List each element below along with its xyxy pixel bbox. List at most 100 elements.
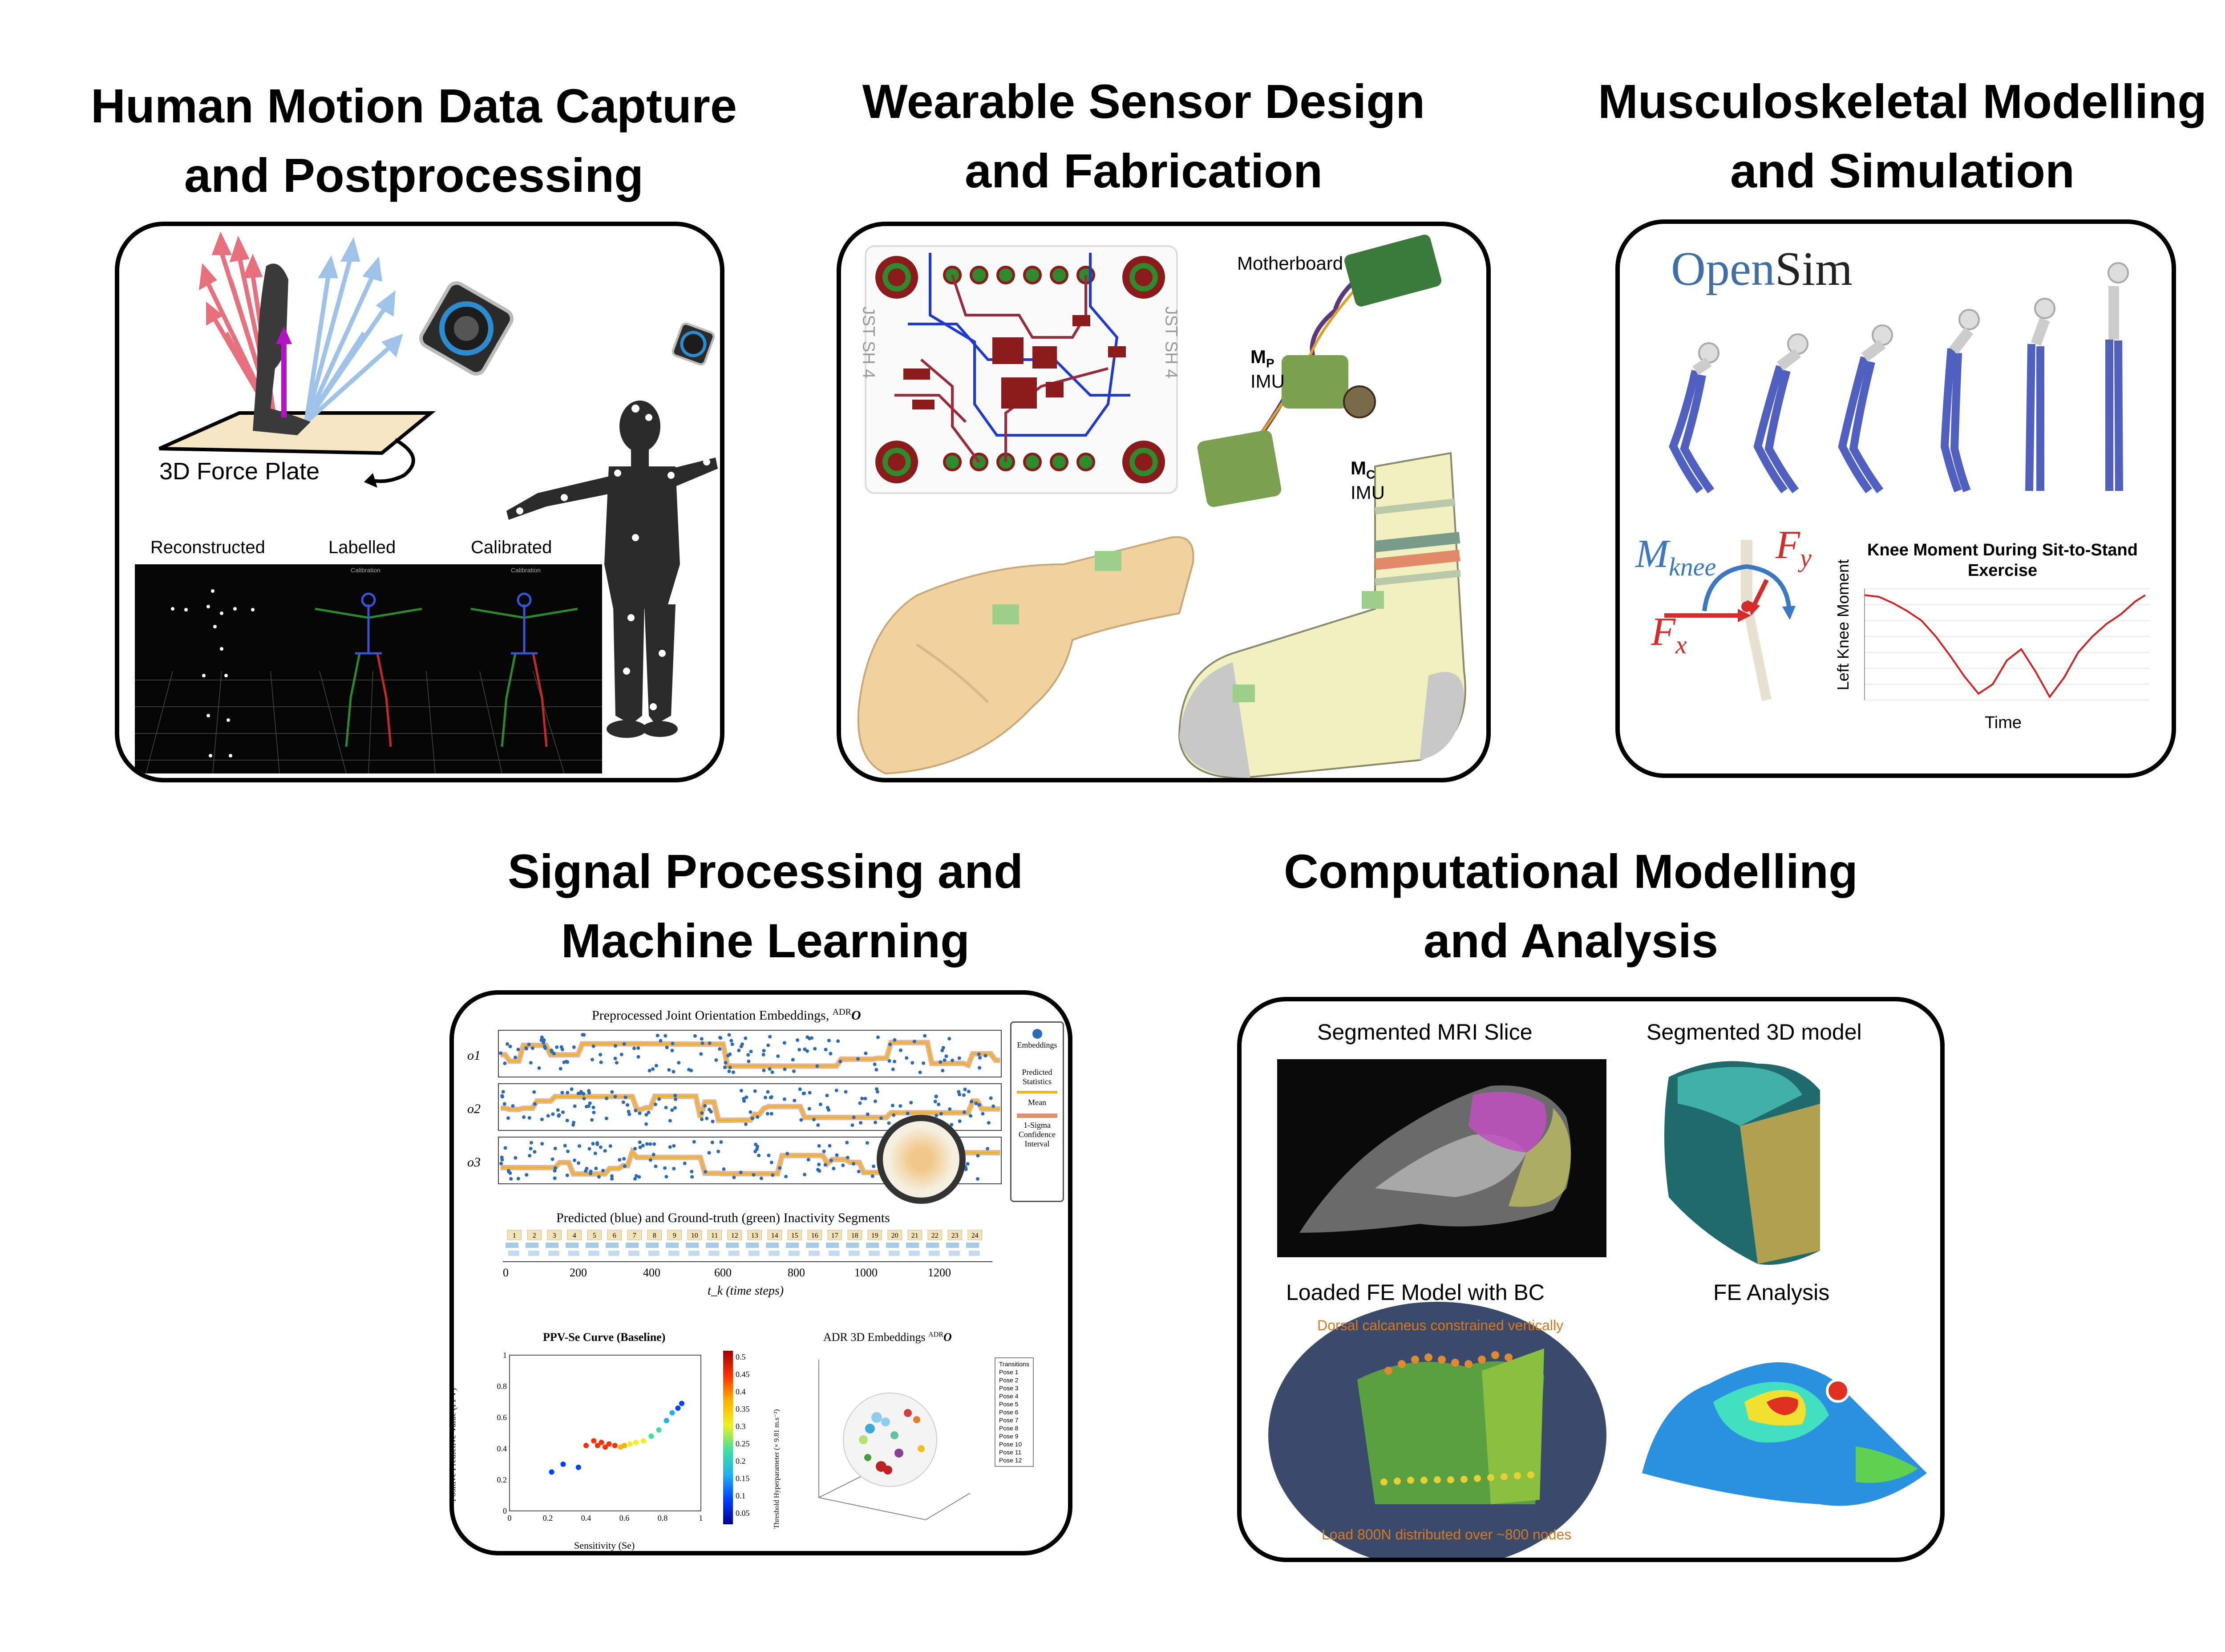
embedding-point (835, 1153, 839, 1157)
embedding-point (950, 1123, 954, 1127)
ppv-xlabel: Sensitivity (Se) (574, 1540, 635, 1551)
bc-markers-top (1384, 1351, 1513, 1375)
embedding-point (906, 1111, 910, 1115)
embedding-point (730, 1042, 734, 1046)
ppv-point (549, 1469, 554, 1475)
embedding-point (922, 1061, 926, 1065)
embedding-point (739, 1089, 743, 1093)
embedding-point (653, 1102, 657, 1106)
view-grid (135, 671, 602, 774)
legend-pose: Pose 6 (999, 1409, 1019, 1416)
embedding-point (983, 1054, 987, 1058)
segment-number: 10 (691, 1232, 698, 1239)
embedding-point (529, 1146, 533, 1150)
embedding-point (744, 1095, 748, 1099)
model3d-label: Segmented 3D model (1646, 1020, 1862, 1045)
sensor-title-line2: and Fabrication (964, 144, 1323, 198)
embedding-point (664, 1174, 668, 1178)
embedding-point (503, 1146, 507, 1150)
embedding-point (962, 1110, 966, 1114)
embedding-point (560, 1090, 564, 1094)
segment-number: 3 (553, 1232, 556, 1239)
embedding-plot-title: Preprocessed Joint Orientation Embedding… (592, 1007, 861, 1023)
embedding-point (859, 1121, 863, 1125)
embedding-point (977, 1052, 981, 1056)
embedding-point (923, 1034, 927, 1038)
seg-xtick: 1200 (928, 1266, 951, 1279)
embedding-point (623, 1164, 627, 1168)
motherboard-label: Motherboard (1237, 253, 1343, 274)
sensor-title: Wearable Sensor Design and Fabrication (810, 67, 1477, 206)
signal-title: Signal Processing and Machine Learning (445, 837, 1086, 976)
ground-truth-segment (708, 1251, 720, 1256)
segment-label-box (547, 1230, 562, 1240)
embedding-point (879, 1116, 883, 1120)
embedding-point (912, 1040, 916, 1044)
mp-letter: M (1250, 346, 1266, 367)
embedding-point (803, 1173, 807, 1177)
embedding-point (827, 1039, 831, 1043)
ground-truth-segment (628, 1251, 639, 1256)
embedding-point (708, 1041, 712, 1045)
embedding-point (856, 1057, 860, 1061)
embedding-point (744, 1122, 748, 1126)
segment-label-box (887, 1230, 902, 1240)
embedding-point (875, 1090, 879, 1094)
embedding-point (977, 1103, 981, 1107)
embedding-point (532, 1090, 536, 1094)
embedding-point (652, 1142, 656, 1146)
ppv-point (595, 1443, 600, 1448)
embedding-point (753, 1150, 757, 1154)
embedding-point (638, 1111, 642, 1115)
embedding-point (812, 1118, 816, 1122)
embedding-point (732, 1175, 736, 1179)
embedding-point (582, 1097, 586, 1101)
embedding-legend: Embeddings Predicted Statistics Mean 1-S… (1010, 1021, 1064, 1202)
embedding-point (550, 1050, 554, 1054)
embedding-point (621, 1100, 625, 1104)
embedding-point (782, 1041, 786, 1045)
ppv-point (583, 1443, 589, 1448)
segment-number: 13 (751, 1232, 758, 1239)
legend-predicted: Predicted Statistics (1022, 1068, 1052, 1086)
embedding-point (566, 1091, 570, 1095)
predicted-segment (606, 1243, 619, 1248)
embedding-point (578, 1144, 582, 1148)
cbar-tick: 0.4 (736, 1387, 746, 1396)
reconstructed-points (171, 589, 255, 757)
ground-truth-segment (728, 1251, 740, 1256)
signal-title-line1: Signal Processing and (507, 844, 1024, 898)
embedding-point (958, 1119, 962, 1123)
opensim-logo-sim: Sim (1775, 243, 1853, 296)
embedding-point (672, 1166, 676, 1170)
embedding-point (873, 1062, 877, 1066)
skeleton-torsos (1692, 317, 2050, 375)
embedding-point (783, 1067, 787, 1071)
embedding-point (553, 1146, 557, 1150)
fy-label: Fy (1776, 522, 1812, 573)
embedding-point (633, 1146, 637, 1150)
embedding-point (508, 1045, 512, 1049)
mocap-camera-large (419, 281, 514, 376)
adr-title-sup: ADR (928, 1331, 943, 1339)
segment-label-box (827, 1230, 842, 1240)
embedding-point (553, 1169, 557, 1173)
predicted-segment (926, 1243, 939, 1248)
embedding-point (874, 1068, 878, 1072)
embedding-point (893, 1060, 897, 1064)
cbar-tick: 0.15 (736, 1474, 750, 1483)
fy-subscript: y (1800, 543, 1812, 572)
embedding-point (739, 1045, 743, 1049)
embedding-point (539, 1038, 543, 1042)
load-markers-bottom (1380, 1471, 1534, 1486)
sensor-title-line1: Wearable Sensor Design (862, 74, 1425, 128)
ground-truth-segment (608, 1251, 619, 1256)
embedding-point (502, 1102, 506, 1106)
embedding-point (766, 1043, 770, 1047)
ground-truth-segment (849, 1251, 860, 1256)
embedding-point (825, 1093, 829, 1097)
segment-number: 24 (971, 1232, 979, 1239)
mc-subscript: C (1366, 467, 1375, 482)
cbar-tick: 0.2 (736, 1457, 746, 1466)
embedding-point (514, 1156, 518, 1160)
